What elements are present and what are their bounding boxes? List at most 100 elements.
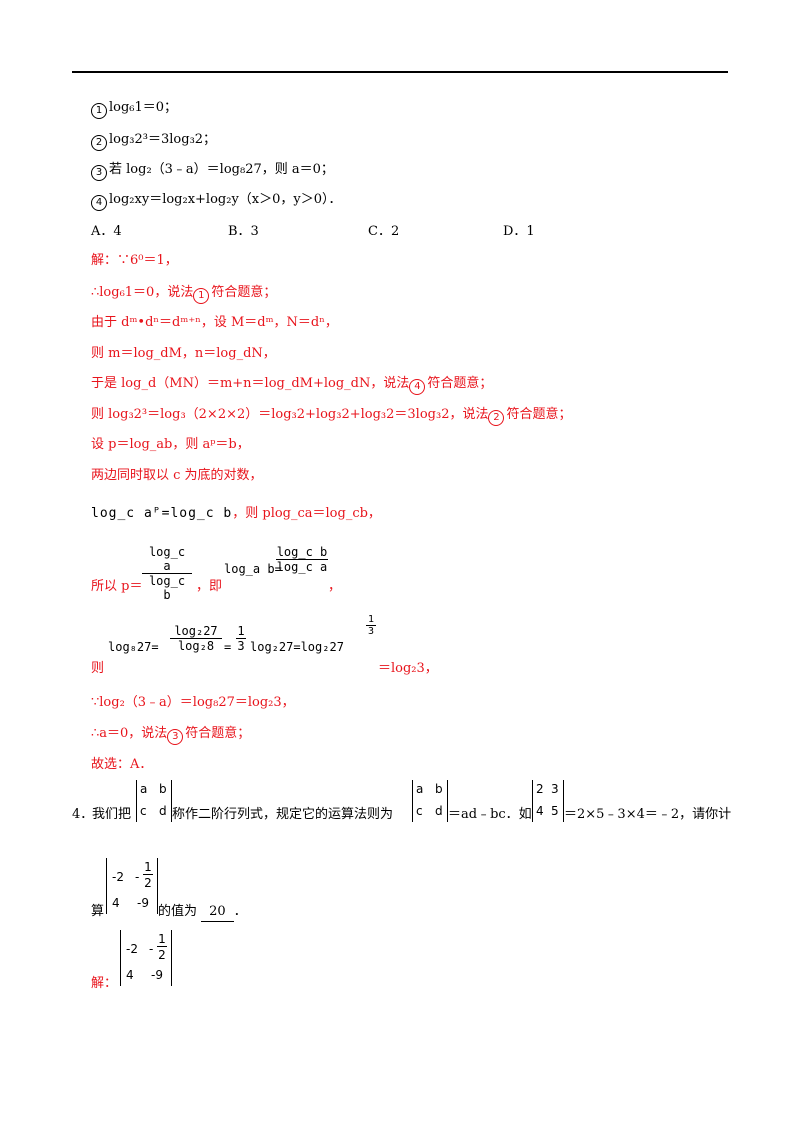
formula-image: log_c aᴾ=log_c b (91, 506, 233, 521)
det-cell: 4 (112, 896, 120, 910)
solution-line: 故选：A． (91, 757, 153, 772)
formula-text: log_a b= (224, 562, 282, 576)
formula-text: log₂27=log₂27 (250, 640, 344, 654)
solution-text: 解： (91, 976, 118, 991)
det-cell: b (159, 782, 167, 796)
solution-text: 所以 p＝ (91, 579, 143, 594)
solution-text: 符合题意； (506, 407, 572, 422)
det-cell: b (435, 782, 443, 796)
det-cell: 5 (551, 804, 559, 818)
question-text: 我们把 (92, 807, 132, 822)
solution-line: 则 log₃2³＝log₃（2×2×2）＝log₃2+log₃2+log₃2＝3… (91, 406, 571, 426)
circle-number-icon: 4 (91, 195, 107, 211)
circle-number-icon: 4 (409, 379, 426, 395)
determinant: -2 - 1 2 4 -9 (106, 858, 158, 914)
statement-text: log₂xy＝log₂x+log₂y（x＞0，y＞0）． (109, 192, 342, 207)
circle-number-icon: 1 (91, 103, 107, 119)
option-c: C．2 (368, 224, 400, 239)
det-cell: -9 (137, 896, 149, 910)
det-cell: a (140, 782, 148, 796)
det-cell: - (135, 870, 140, 884)
determinant: a b c d (412, 780, 448, 822)
solution-line: 则 m＝log_dM，n＝log_dN， (91, 346, 276, 361)
fraction-denominator: 3 (236, 638, 246, 653)
determinant: -2 - 1 2 4 -9 (120, 930, 172, 986)
det-cell: 1 (143, 860, 153, 875)
solution-text: 符合题意； (211, 285, 277, 300)
solution-text: ∴log₆1＝0，说法 (91, 285, 194, 300)
fraction-denominator: log_c a (276, 559, 328, 574)
question-text: ＝2×5﹣3×4＝﹣2，请你计 (564, 807, 732, 822)
question-text: 算 (91, 904, 105, 919)
solution-text: ，即 (196, 579, 223, 594)
solution-line: 两边同时取以 c 为底的对数， (91, 468, 263, 483)
det-cell: 3 (551, 782, 559, 796)
det-cell: 4 (126, 968, 134, 982)
fraction-numerator: 1 (367, 614, 375, 625)
question-text: 的值为 20． (158, 903, 247, 922)
det-cell: -2 (126, 942, 138, 956)
det-cell: d (435, 804, 443, 818)
solution-line: log_c aᴾ=log_c b，则 plog_ca＝log_cb， (91, 505, 381, 523)
det-cell: c (140, 804, 147, 818)
question-text: ． (233, 904, 247, 919)
det-cell: 2 (536, 782, 544, 796)
det-cell: - (149, 942, 154, 956)
statement-text: log₃2³＝3log₃2； (109, 132, 217, 147)
fraction-denominator: log_c b (142, 573, 192, 602)
det-cell: 2 (158, 948, 166, 962)
option-d: D．1 (503, 224, 535, 239)
question-number: 4． (72, 807, 94, 822)
circle-number-icon: 2 (91, 135, 107, 151)
question-text: 称作二阶行列式，规定它的运算法则为 (172, 807, 394, 822)
fraction-numerator: 1 (237, 624, 245, 638)
det-cell: 2 (144, 876, 152, 890)
det-cell: a (416, 782, 424, 796)
circle-number-icon: 1 (193, 288, 210, 304)
solution-text: 符合题意； (427, 376, 493, 391)
determinant: a b c d (136, 780, 172, 822)
solution-text: ， (328, 579, 342, 594)
solution-text: ，则 plog_ca＝log_cb， (232, 506, 381, 521)
formula-text: = (224, 640, 232, 654)
solution-line: 设 p＝log_ab，则 aᵖ＝b， (91, 437, 250, 452)
fraction-numerator: log_c a (148, 545, 186, 573)
option-a: A．4 (91, 224, 122, 239)
answer-blank: 20 (201, 903, 234, 922)
solution-text: ∴a＝0，说法 (91, 726, 168, 741)
det-cell: 4 (536, 804, 544, 818)
det-cell: d (159, 804, 167, 818)
solution-line: 解：∵6⁰＝1， (91, 253, 178, 268)
det-cell: c (416, 804, 423, 818)
solution-text: 则 log₃2³＝log₃（2×2×2）＝log₃2+log₃2+log₃2＝3… (91, 407, 489, 422)
det-cell: -9 (151, 968, 163, 982)
solution-text: ＝log₂3， (378, 661, 438, 676)
statement-text: log₆1＝0； (109, 100, 178, 115)
circle-number-icon: 3 (91, 165, 107, 181)
header-rule (72, 71, 728, 73)
fraction-denominator: 3 (366, 625, 376, 637)
fraction-denominator: log₂8 (170, 638, 222, 653)
formula-text: log₈27= (108, 640, 159, 654)
solution-text: 则 (91, 661, 105, 676)
solution-line: 由于 dᵐ•dⁿ＝dᵐ⁺ⁿ，设 M＝dᵐ，N＝dⁿ， (91, 315, 338, 330)
option-b: B．3 (228, 224, 259, 239)
solution-text: 符合题意； (185, 726, 251, 741)
solution-text: 于是 log_d（MN）＝m+n＝log_dM+log_dN，说法 (91, 376, 410, 391)
question-text: 的值为 (158, 904, 198, 919)
statement-text: 若 log₂（3﹣a）＝log₈27，则 a＝0； (109, 162, 334, 177)
solution-line: ∵log₂（3﹣a）＝log₈27＝log₂3， (91, 695, 295, 710)
determinant: 2 3 4 5 (532, 780, 564, 822)
circle-number-icon: 3 (167, 729, 184, 745)
